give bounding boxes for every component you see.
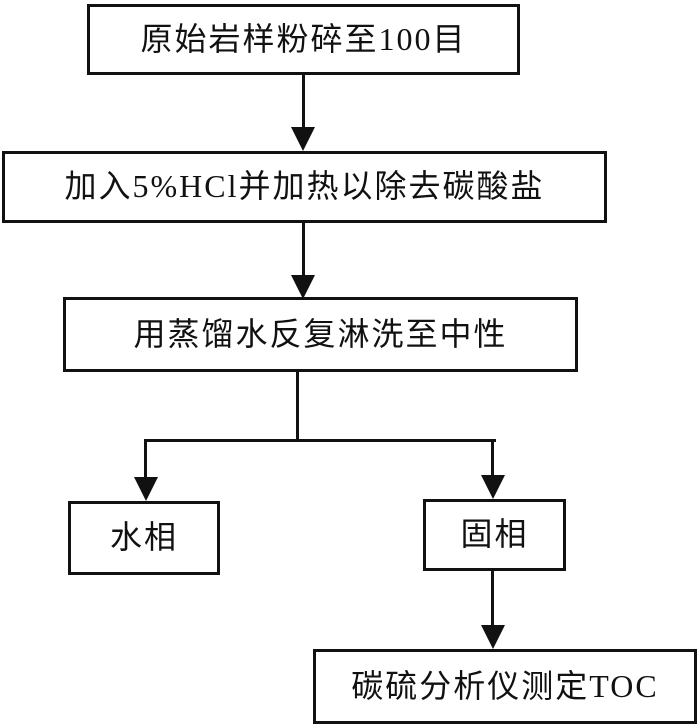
node-solid-phase: 固相	[423, 499, 566, 571]
arrow-down-icon	[481, 625, 505, 649]
edge-crush-to-hcl-line	[302, 75, 305, 129]
arrow-down-icon	[291, 275, 315, 299]
node-rinse-neutral: 用蒸馏水反复淋洗至中性	[63, 297, 578, 372]
node-crush-sample: 原始岩样粉碎至100目	[87, 4, 520, 75]
edge-branch-horizontal	[144, 439, 496, 442]
node-add-hcl: 加入5%HCl并加热以除去碳酸盐	[2, 151, 607, 223]
node-measure-toc: 碳硫分析仪测定TOC	[313, 649, 697, 724]
arrow-down-icon	[481, 475, 505, 499]
edge-branch-to-water-line	[144, 439, 147, 479]
arrow-down-icon	[291, 127, 315, 151]
edge-hcl-to-rinse-line	[302, 223, 305, 277]
arrow-down-icon	[134, 477, 158, 501]
edge-rinse-branch-stem	[296, 372, 299, 442]
node-water-phase: 水相	[68, 501, 220, 575]
edge-branch-to-solid-line	[491, 439, 494, 477]
edge-solid-to-toc-line	[491, 571, 494, 627]
